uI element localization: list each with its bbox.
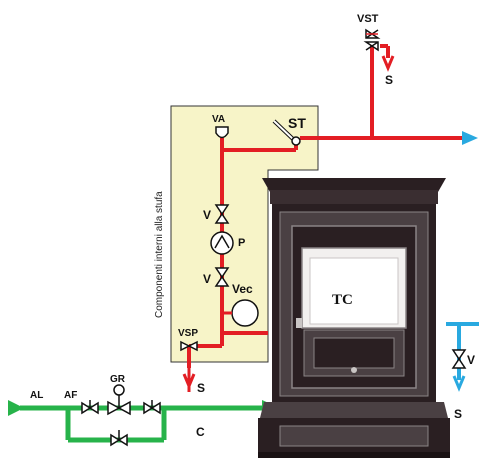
vsp-safety-valve: [180, 340, 198, 352]
c-label: C: [196, 425, 205, 439]
v-lower-label: V: [203, 272, 211, 286]
supply-shutoff-valve: [143, 400, 161, 415]
internal-components-panel: [170, 105, 319, 363]
supply-inlet-arrow: [8, 400, 24, 416]
hot-outlet-pipe: [300, 42, 466, 140]
p-label: P: [238, 237, 245, 249]
va-label: VA: [212, 114, 225, 125]
right-drain-arrow: [452, 375, 466, 392]
st-label: ST: [288, 115, 306, 131]
vec-label: Vec: [232, 282, 253, 296]
internal-components-label: Componenti interni alla stufa: [154, 191, 165, 318]
al-label: AL: [30, 390, 43, 401]
pump: [210, 231, 234, 255]
af-filter-valve: [81, 400, 99, 415]
va-air-vent: [215, 126, 229, 139]
gr-pressure-reducer: [107, 384, 131, 416]
right-valve: [451, 349, 467, 369]
st-thermostat: [272, 119, 301, 146]
bypass-valve: [110, 430, 128, 447]
upper-valve: [214, 204, 230, 224]
hot-outlet-arrow: [462, 131, 478, 145]
s-right-label: S: [454, 407, 462, 421]
v-upper-label: V: [203, 208, 211, 222]
vst-label: VST: [357, 13, 379, 25]
vsp-label: VSP: [178, 328, 198, 339]
gr-label: GR: [110, 374, 126, 385]
stove: [258, 178, 450, 458]
lower-valve: [214, 267, 230, 287]
s-bottom-label: S: [197, 381, 205, 395]
af-label: AF: [64, 390, 77, 401]
v-right-label: V: [467, 353, 475, 367]
vst-drain-arrow: [381, 55, 395, 72]
vst-safety-valve: [363, 28, 381, 52]
supply-line: [20, 405, 272, 443]
s-top-label: S: [385, 73, 393, 87]
tc-label: TC: [332, 292, 353, 308]
expansion-vessel: [231, 299, 259, 327]
